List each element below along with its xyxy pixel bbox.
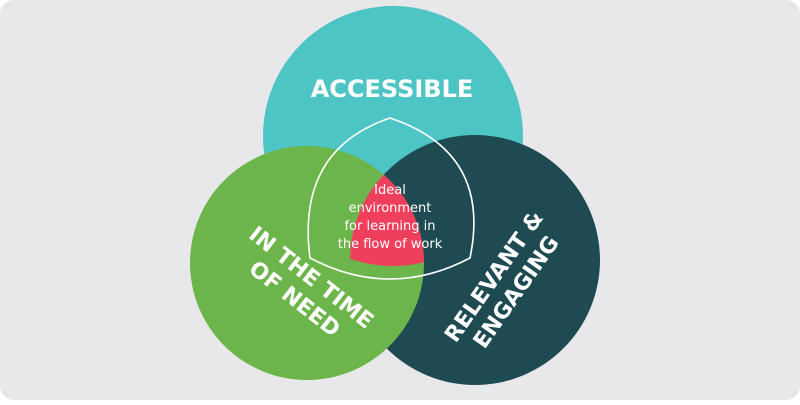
center-line-3: for learning in	[344, 219, 435, 234]
center-line-4: the flow of work	[338, 237, 443, 252]
accessible-label: ACCESSIBLE	[311, 75, 474, 103]
center-line-2: environment	[349, 201, 432, 216]
relevant-engaging-circle	[350, 135, 600, 385]
center-line-1: Ideal	[374, 183, 406, 198]
center-label: Ideal environment for learning in the fl…	[338, 183, 443, 252]
center-outline	[307, 117, 475, 280]
